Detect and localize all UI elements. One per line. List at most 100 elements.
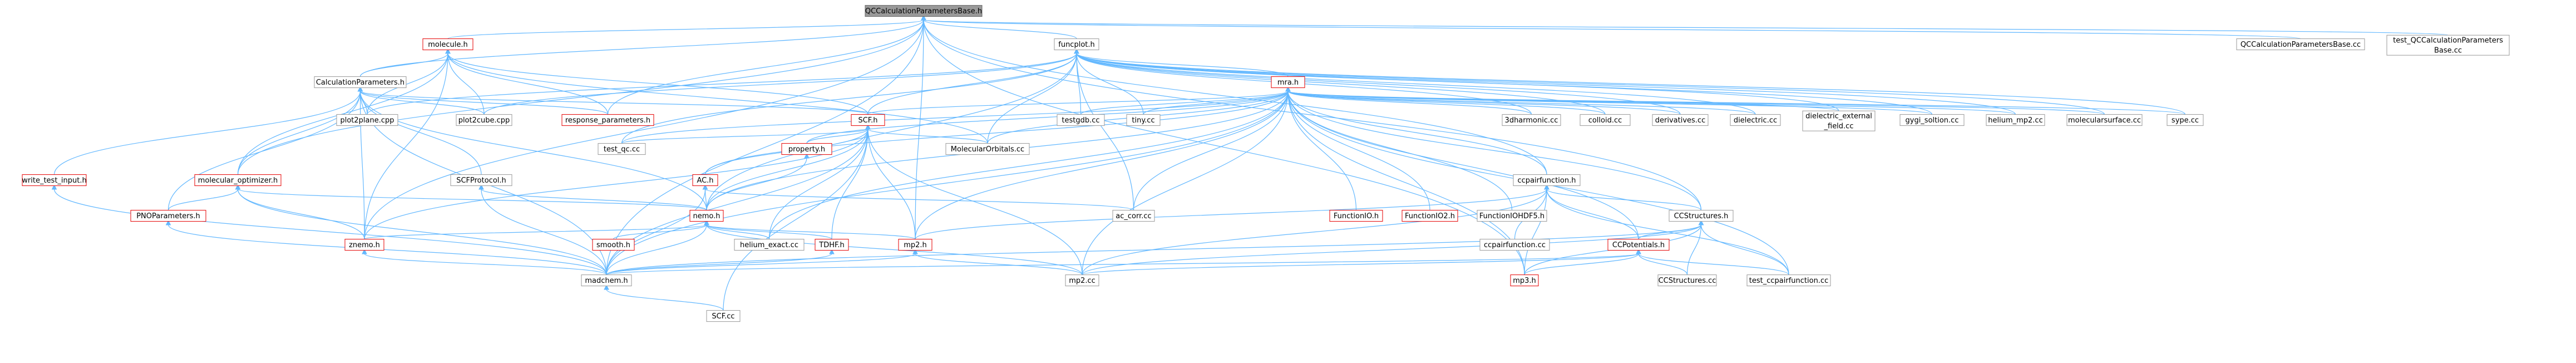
node-molecule[interactable]: molecule.h <box>422 38 473 51</box>
node-test-qccalc[interactable]: test_QCCalculationParametersBase.cc <box>2386 35 2510 56</box>
edge-response-to-calcparams <box>357 86 609 115</box>
node-smooth[interactable]: smooth.h <box>592 239 635 251</box>
edge-response-to-molecule <box>445 48 609 115</box>
node-plot2plane[interactable]: plot2plane.cpp <box>336 114 398 126</box>
edge-znemo-to-molecule <box>364 48 451 239</box>
edge-scfcc-to-madchem <box>604 284 724 311</box>
node-box <box>1669 210 1734 222</box>
node-box <box>1401 210 1458 222</box>
edge-ccpotentials-to-ccstructures <box>1638 219 1704 239</box>
node-label: znemo.h <box>349 241 380 249</box>
node-label: MolecularOrbitals.cc <box>951 145 1024 154</box>
node-label: AC.h <box>697 176 713 185</box>
node-calcparams[interactable]: CalculationParameters.h <box>314 76 407 89</box>
node-mp3[interactable]: mp3.h <box>1510 274 1539 287</box>
edge-madchem-to-znemo <box>362 248 607 276</box>
edge-mp2h-to-mra <box>915 86 1291 239</box>
node-fio[interactable]: FunctionIO.h <box>1329 210 1383 222</box>
node-box <box>1513 174 1581 187</box>
node-ccpair[interactable]: ccpairfunction.h <box>1513 174 1581 187</box>
node-box <box>1329 210 1383 222</box>
node-label: helium_exact.cc <box>740 241 798 249</box>
node-testgdb[interactable]: testgdb.cc <box>1057 114 1105 126</box>
edge-plot2cube-to-funcplot <box>483 48 1079 115</box>
edge-nemo-to-calcparams <box>357 86 707 210</box>
node-label: property.h <box>788 145 825 154</box>
node-ccstructures[interactable]: CCStructures.h <box>1669 210 1734 222</box>
node-ac-corr[interactable]: ac_corr.cc <box>1112 210 1155 222</box>
edge-scf_h-to-funcplot <box>867 48 1079 115</box>
node-box <box>422 38 473 51</box>
node-box <box>945 143 1030 155</box>
edge-madchem-to-molopt <box>235 184 607 275</box>
node-tiny[interactable]: tiny.cc <box>1126 114 1161 126</box>
node-znemo[interactable]: znemo.h <box>344 239 384 251</box>
node-box <box>450 174 512 187</box>
node-plot2cube[interactable]: plot2cube.cpp <box>456 114 512 126</box>
node-label: PNOParameters.h <box>136 212 200 220</box>
node-response[interactable]: response_parameters.h <box>561 114 654 126</box>
edge-colloid-to-mra <box>1285 86 1606 115</box>
node-sype[interactable]: sype.cc <box>2167 114 2204 126</box>
node-label: FunctionIO2.h <box>1405 212 1455 220</box>
edge-calcparams-to-molecule <box>359 48 451 77</box>
node-fio2[interactable]: FunctionIO2.h <box>1401 210 1458 222</box>
node-label: SCFProtocol.h <box>456 176 506 185</box>
edge-testgdb-to-mra <box>1080 86 1291 115</box>
edge-madchem-to-mp2h <box>606 248 918 276</box>
node-nemo[interactable]: nemo.h <box>689 210 724 222</box>
node-label: ccpairfunction.h <box>1518 176 1576 185</box>
node-box <box>1652 114 1709 126</box>
node-label: QCCalculationParametersBase.cc <box>2241 41 2361 49</box>
edge-test_qc-to-funcplot <box>621 48 1079 144</box>
node-helium-exact[interactable]: helium_exact.cc <box>734 239 805 251</box>
edge-nemo-to-scfprotocol <box>478 184 707 211</box>
edge-funcplot-to-root <box>921 14 1077 40</box>
edge-mp2cc-to-ccstructures <box>1082 219 1704 275</box>
node-colloid[interactable]: colloid.cc <box>1580 114 1631 126</box>
node-test-ccpair[interactable]: test_ccpairfunction.cc <box>1746 274 1831 287</box>
node-label: molecularsurface.cc <box>2068 116 2141 125</box>
edge-nemo-to-property <box>706 153 810 210</box>
node-box <box>592 239 635 251</box>
edge-response-to-root <box>607 14 926 115</box>
node-dielectric[interactable]: dielectric.cc <box>1730 114 1781 126</box>
node-box <box>734 239 805 251</box>
node-molopt[interactable]: molecular_optimizer.h <box>194 174 282 187</box>
node-mp2h[interactable]: mp2.h <box>898 239 932 251</box>
node-mp2cc[interactable]: mp2.cc <box>1065 274 1099 287</box>
node-fiohdf5[interactable]: FunctionIOHDF5.h <box>1477 210 1547 222</box>
node-box <box>1477 210 1547 222</box>
node-madchem[interactable]: madchem.h <box>581 274 632 287</box>
edge-helium_mp2-to-funcplot <box>1074 48 2016 115</box>
node-pno[interactable]: PNOParameters.h <box>130 210 206 222</box>
node-molsurf[interactable]: molecularsurface.cc <box>2066 114 2143 126</box>
node-scf-h[interactable]: SCF.h <box>851 114 885 126</box>
edge-plot2plane-to-molecule <box>367 48 451 115</box>
node-scfcc[interactable]: SCF.cc <box>706 310 741 322</box>
node-helium-mp2[interactable]: helium_mp2.cc <box>1986 114 2045 126</box>
node-scfprotocol[interactable]: SCFProtocol.h <box>450 174 512 187</box>
edge-scf_h-to-mra <box>867 86 1291 115</box>
node-tdhf[interactable]: TDHF.h <box>815 239 849 251</box>
node-derivatives[interactable]: derivatives.cc <box>1652 114 1709 126</box>
node-gygi[interactable]: gygi_soltion.cc <box>1899 114 1965 126</box>
node-box <box>2066 114 2143 126</box>
edge-madchem-to-ccstructures <box>606 219 1704 276</box>
node-property[interactable]: property.h <box>781 143 832 155</box>
node-ccpotentials[interactable]: CCPotentials.h <box>1607 239 1670 251</box>
edge-ac_h-to-mra <box>704 86 1291 175</box>
node-ccpaircc[interactable]: ccpairfunction.cc <box>1479 239 1550 251</box>
node-threedh[interactable]: 3dharmonic.cc <box>1502 114 1561 126</box>
node-qccalc-cc[interactable]: QCCalculationParametersBase.cc <box>2236 38 2365 51</box>
node-ccstructcc[interactable]: CCStructures.cc <box>1657 274 1717 287</box>
node-write-test[interactable]: write_test_input.h <box>22 174 87 187</box>
node-label: molecular_optimizer.h <box>198 176 278 185</box>
node-molorb[interactable]: MolecularOrbitals.cc <box>945 143 1030 155</box>
node-ac-h[interactable]: AC.h <box>692 174 718 187</box>
node-funcplot[interactable]: funcplot.h <box>1054 38 1099 51</box>
node-test-qc[interactable]: test_qc.cc <box>598 143 646 155</box>
node-dielectric-ext[interactable]: dielectric_external_field.cc <box>1802 110 1876 131</box>
node-mra[interactable]: mra.h <box>1271 76 1305 89</box>
